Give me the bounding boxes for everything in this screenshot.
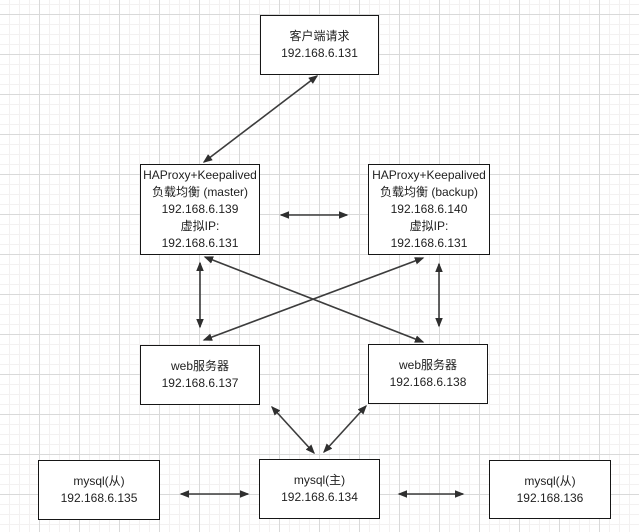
node-haproxy-backup-ip: 192.168.6.140 xyxy=(390,202,468,216)
node-mysql-slave-2: mysql(从) 192.168.136 xyxy=(489,460,611,519)
node-web-server-1-ip: 192.168.6.137 xyxy=(161,376,239,390)
node-haproxy-master-ip: 192.168.6.139 xyxy=(161,202,239,216)
node-client-request-ip: 192.168.6.131 xyxy=(281,46,358,60)
edge-web-server-2--mysql-master xyxy=(323,404,367,454)
node-haproxy-master: HAProxy+Keepalived 负载均衡 (master) 192.168… xyxy=(140,164,260,255)
node-web-server-1: web服务器 192.168.6.137 xyxy=(140,345,260,405)
node-haproxy-master-vip-label: 虚拟IP: xyxy=(180,219,220,233)
node-mysql-slave-1-label: mysql(从) xyxy=(73,474,125,488)
node-mysql-slave-2-label: mysql(从) xyxy=(524,473,576,488)
node-web-server-2-ip: 192.168.6.138 xyxy=(389,375,467,389)
node-mysql-master-label: mysql(主) xyxy=(293,473,346,487)
node-web-server-2-label: web服务器 xyxy=(398,358,457,372)
edge-client-request--haproxy-master xyxy=(202,75,319,163)
node-haproxy-backup: HAProxy+Keepalived 负载均衡 (backup) 192.168… xyxy=(368,164,490,255)
node-mysql-master-ip: 192.168.6.134 xyxy=(281,490,358,504)
node-haproxy-backup-vip-label: 虚拟IP: xyxy=(409,219,449,233)
node-client-request: 客户端请求 192.168.6.131 xyxy=(260,15,379,75)
edge-haproxy-backup--web-server-1 xyxy=(202,257,425,341)
edge-web-server-1--mysql-master xyxy=(271,405,315,455)
node-haproxy-backup-title: HAProxy+Keepalived xyxy=(372,168,486,182)
node-mysql-slave-1-ip: 192.168.6.135 xyxy=(60,491,138,505)
node-haproxy-master-title: HAProxy+Keepalived xyxy=(143,168,257,182)
node-haproxy-master-vip: 192.168.6.131 xyxy=(161,236,239,250)
node-client-request-label: 客户端请求 xyxy=(289,29,350,43)
node-web-server-1-label: web服务器 xyxy=(170,359,229,373)
node-mysql-master: mysql(主) 192.168.6.134 xyxy=(259,459,380,519)
node-web-server-2: web服务器 192.168.6.138 xyxy=(368,344,488,404)
node-mysql-slave-1: mysql(从) 192.168.6.135 xyxy=(38,460,160,520)
node-haproxy-master-role: 负载均衡 (master) xyxy=(151,185,248,199)
node-haproxy-backup-vip: 192.168.6.131 xyxy=(390,236,468,250)
node-haproxy-backup-role: 负载均衡 (backup) xyxy=(379,185,479,199)
node-mysql-slave-2-ip: 192.168.136 xyxy=(516,490,584,505)
